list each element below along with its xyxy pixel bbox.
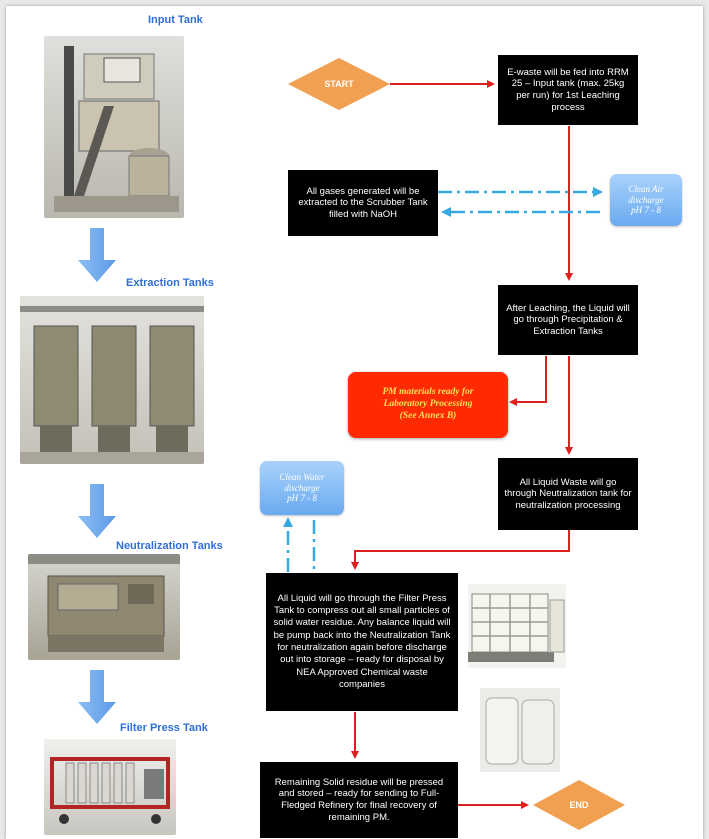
step-gas-extraction: All gases generated will be extracted to… bbox=[288, 170, 438, 236]
clean-air-line3: pH 7 - 8 bbox=[631, 205, 661, 216]
start-label: START bbox=[324, 79, 354, 89]
ibc-container-photo bbox=[468, 584, 566, 668]
stage-down-arrow-icon bbox=[78, 228, 116, 282]
step-liquid-waste-neutralization: All Liquid Waste will go through Neutral… bbox=[498, 458, 638, 530]
neutralization-tanks-photo bbox=[28, 554, 180, 660]
filter-press-tank-photo bbox=[44, 739, 176, 835]
stage-label-filter-press-tank: Filter Press Tank bbox=[120, 722, 208, 734]
flowchart-connectors bbox=[78, 58, 625, 830]
stage-label-neutralization-tanks: Neutralization Tanks bbox=[116, 540, 223, 552]
stage-down-arrow-icon bbox=[78, 670, 116, 724]
clean-water-line2: discharge bbox=[284, 482, 320, 493]
clean-air-discharge-box: Clean Air discharge pH 7 - 8 bbox=[610, 174, 682, 226]
stage-down-arrow-icon bbox=[78, 484, 116, 538]
input-tank-photo bbox=[44, 36, 184, 218]
step-filter-press: All Liquid will go through the Filter Pr… bbox=[266, 573, 458, 711]
clean-water-discharge-box: Clean Water discharge pH 7 - 8 bbox=[260, 461, 344, 515]
stage-label-input-tank: Input Tank bbox=[148, 14, 203, 26]
step-solid-residue: Remaining Solid residue will be pressed … bbox=[260, 762, 458, 838]
step-leaching: After Leaching, the Liquid will go throu… bbox=[498, 285, 638, 355]
end-diamond-icon bbox=[533, 780, 625, 830]
stage-label-extraction-tanks: Extraction Tanks bbox=[126, 277, 214, 289]
clean-air-line1: Clean Air bbox=[628, 183, 664, 194]
pm-line3: (See Annex B) bbox=[399, 410, 457, 421]
flowchart-page: Input Tank Extraction Tanks Neutralizati… bbox=[6, 6, 703, 839]
step-input-tank-feed: E-waste will be fed into RRM 25 – Input … bbox=[498, 55, 638, 125]
pm-materials-box: PM materials ready for Laboratory Proces… bbox=[348, 372, 508, 438]
pm-line1: PM materials ready for bbox=[382, 387, 474, 398]
pm-line2: Laboratory Processing bbox=[383, 399, 473, 410]
clean-air-line2: discharge bbox=[628, 194, 664, 205]
start-diamond-icon bbox=[288, 58, 390, 110]
clean-water-line3: pH 7 - 8 bbox=[287, 493, 317, 504]
end-label: END bbox=[569, 800, 589, 810]
storage-bags-photo bbox=[480, 688, 560, 772]
extraction-tanks-photo bbox=[20, 296, 204, 464]
clean-water-line1: Clean Water bbox=[279, 471, 325, 482]
